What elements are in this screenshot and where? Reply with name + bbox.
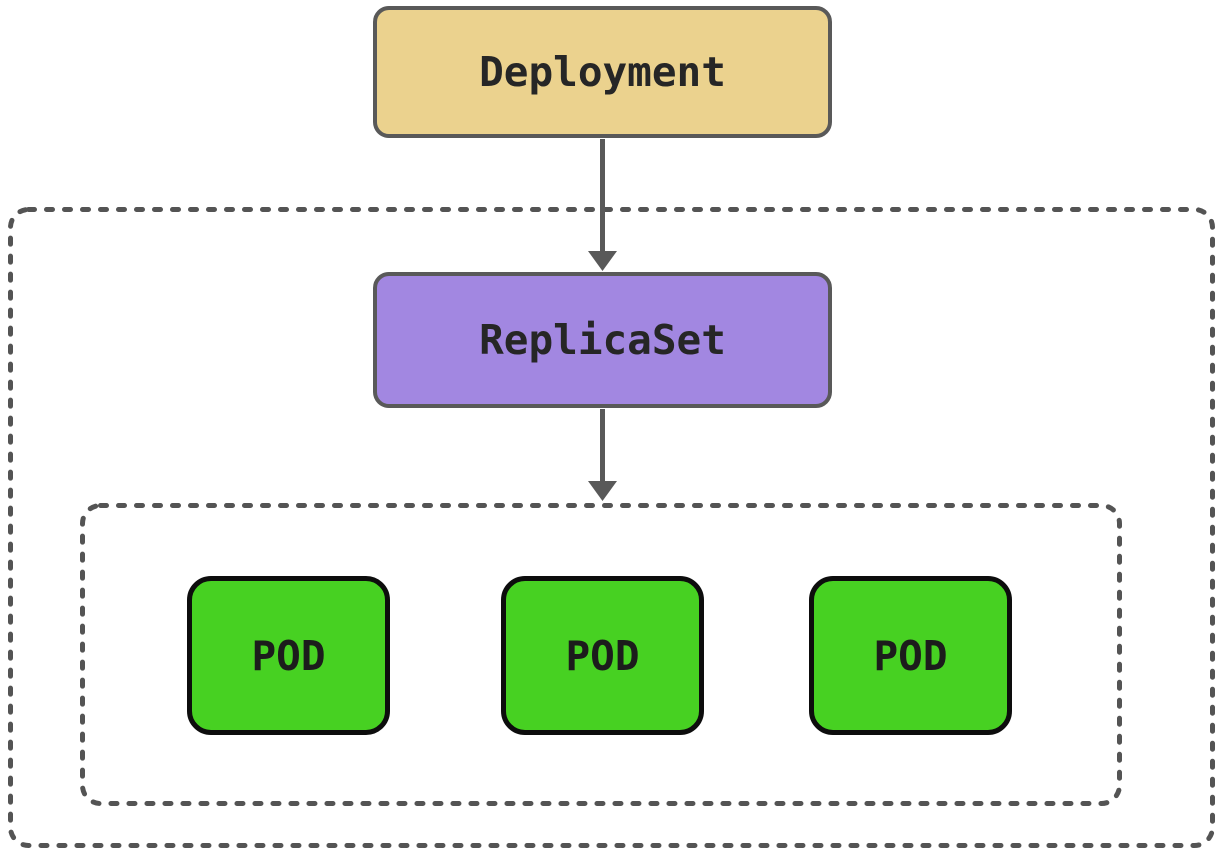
pod-node-3: POD: [809, 576, 1012, 735]
pod-group-dashed-box: [80, 503, 1122, 806]
replicaset-boundary-dashed-box: [8, 207, 1215, 848]
replicaset-label: ReplicaSet: [479, 316, 726, 364]
pod-node-2: POD: [501, 576, 704, 735]
pod-label: POD: [873, 631, 948, 680]
arrow-replicaset-to-pods: [588, 409, 617, 501]
arrow-deployment-to-replicaset: [588, 139, 617, 271]
replicaset-node: ReplicaSet: [373, 272, 832, 408]
deployment-label: Deployment: [479, 48, 726, 96]
deployment-node: Deployment: [373, 6, 832, 138]
pod-label: POD: [565, 631, 640, 680]
pod-node-1: POD: [187, 576, 390, 735]
pod-label: POD: [251, 631, 326, 680]
